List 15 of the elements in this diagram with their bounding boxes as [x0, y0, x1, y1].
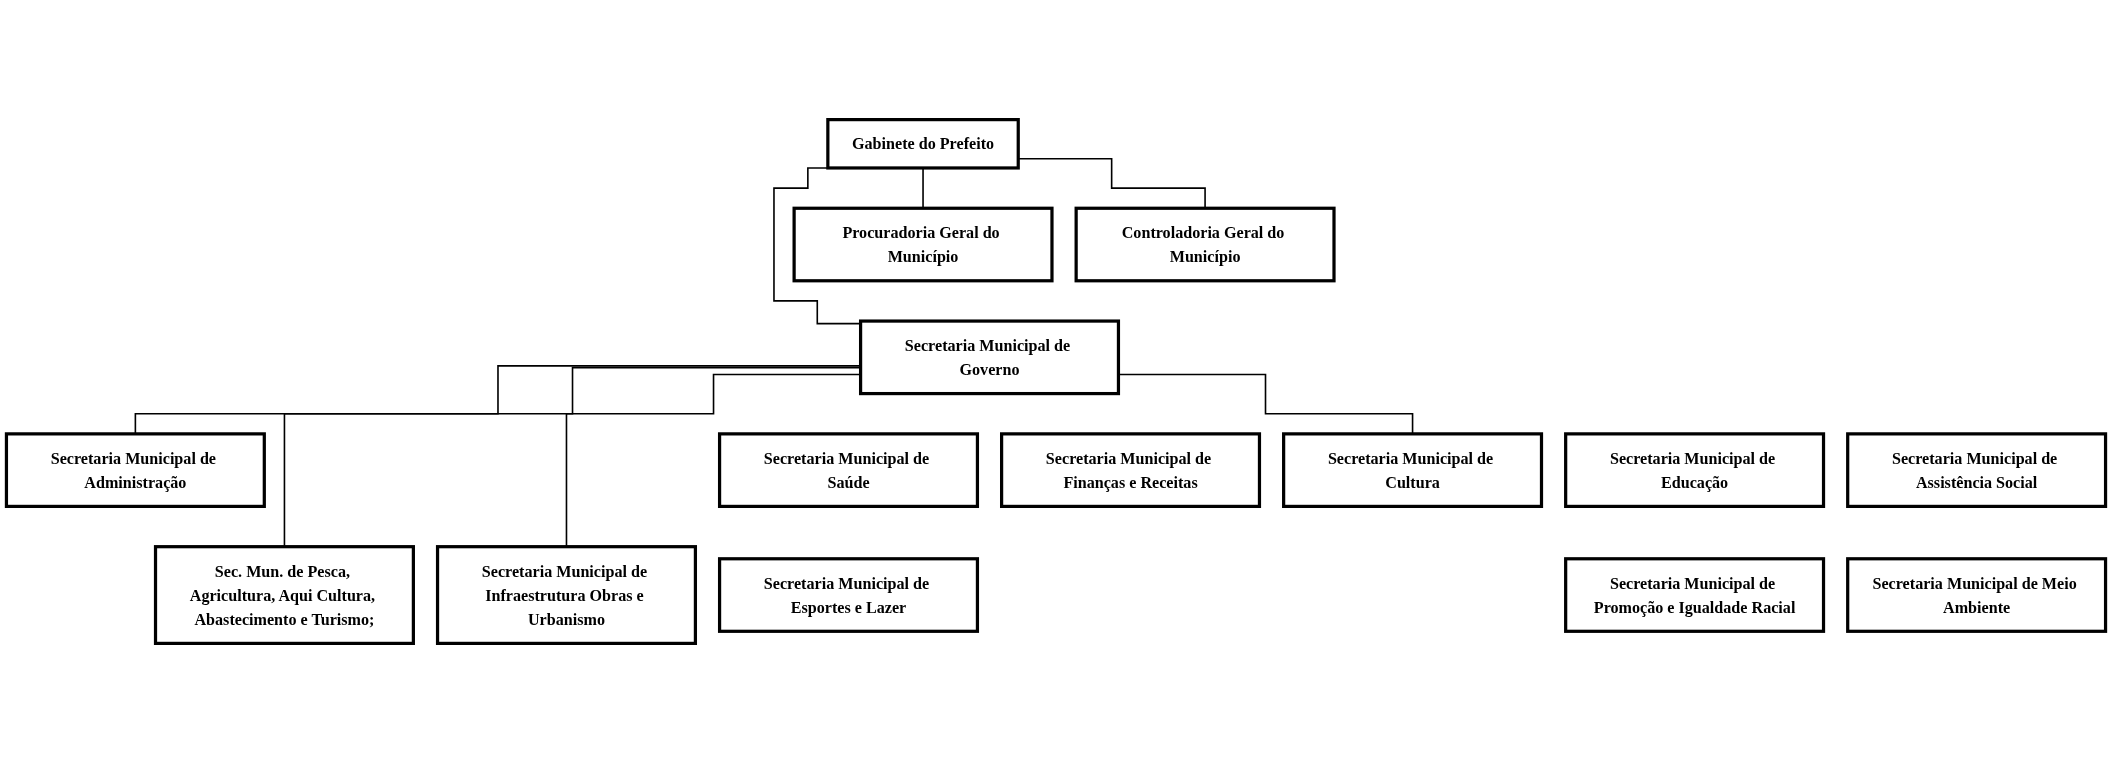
node-box: Secretaria Municipal de Meio Ambiente — [1846, 557, 2108, 633]
node-box: Gabinete do Prefeito — [826, 118, 1020, 170]
node-box: Secretaria Municipal de Saúde — [717, 432, 980, 508]
node-box: Secretaria Municipal de Finanças e Receitas — [1000, 432, 1262, 508]
node-box: Secretaria Municipal de Esportes e Lazer — [717, 557, 980, 633]
node-box: Secretaria Municipal de Cultura — [1282, 432, 1544, 508]
node-box: Sec. Mun. de Pesca, Agricultura, Aqui Cultura, Abastecimento e Turismo; — [153, 545, 415, 645]
node-box: Secretaria Municipal de Assistência Social — [1846, 432, 2108, 508]
node-box: Controladoria Geral do Município — [1074, 206, 1336, 283]
node-box: Secretaria Municipal de Administração — [4, 432, 266, 508]
node-box: Secretaria Municipal de Educação — [1564, 432, 1826, 508]
node-box: Secretaria Municipal de Promoção e Igualdade Racial — [1564, 557, 1826, 633]
node-box: Secretaria Municipal de Governo — [859, 319, 1121, 396]
node-box: Secretaria Municipal de Infraestrutura Obras e Urbanismo — [435, 545, 697, 645]
node-box: Procuradoria Geral do Município — [792, 206, 1054, 283]
